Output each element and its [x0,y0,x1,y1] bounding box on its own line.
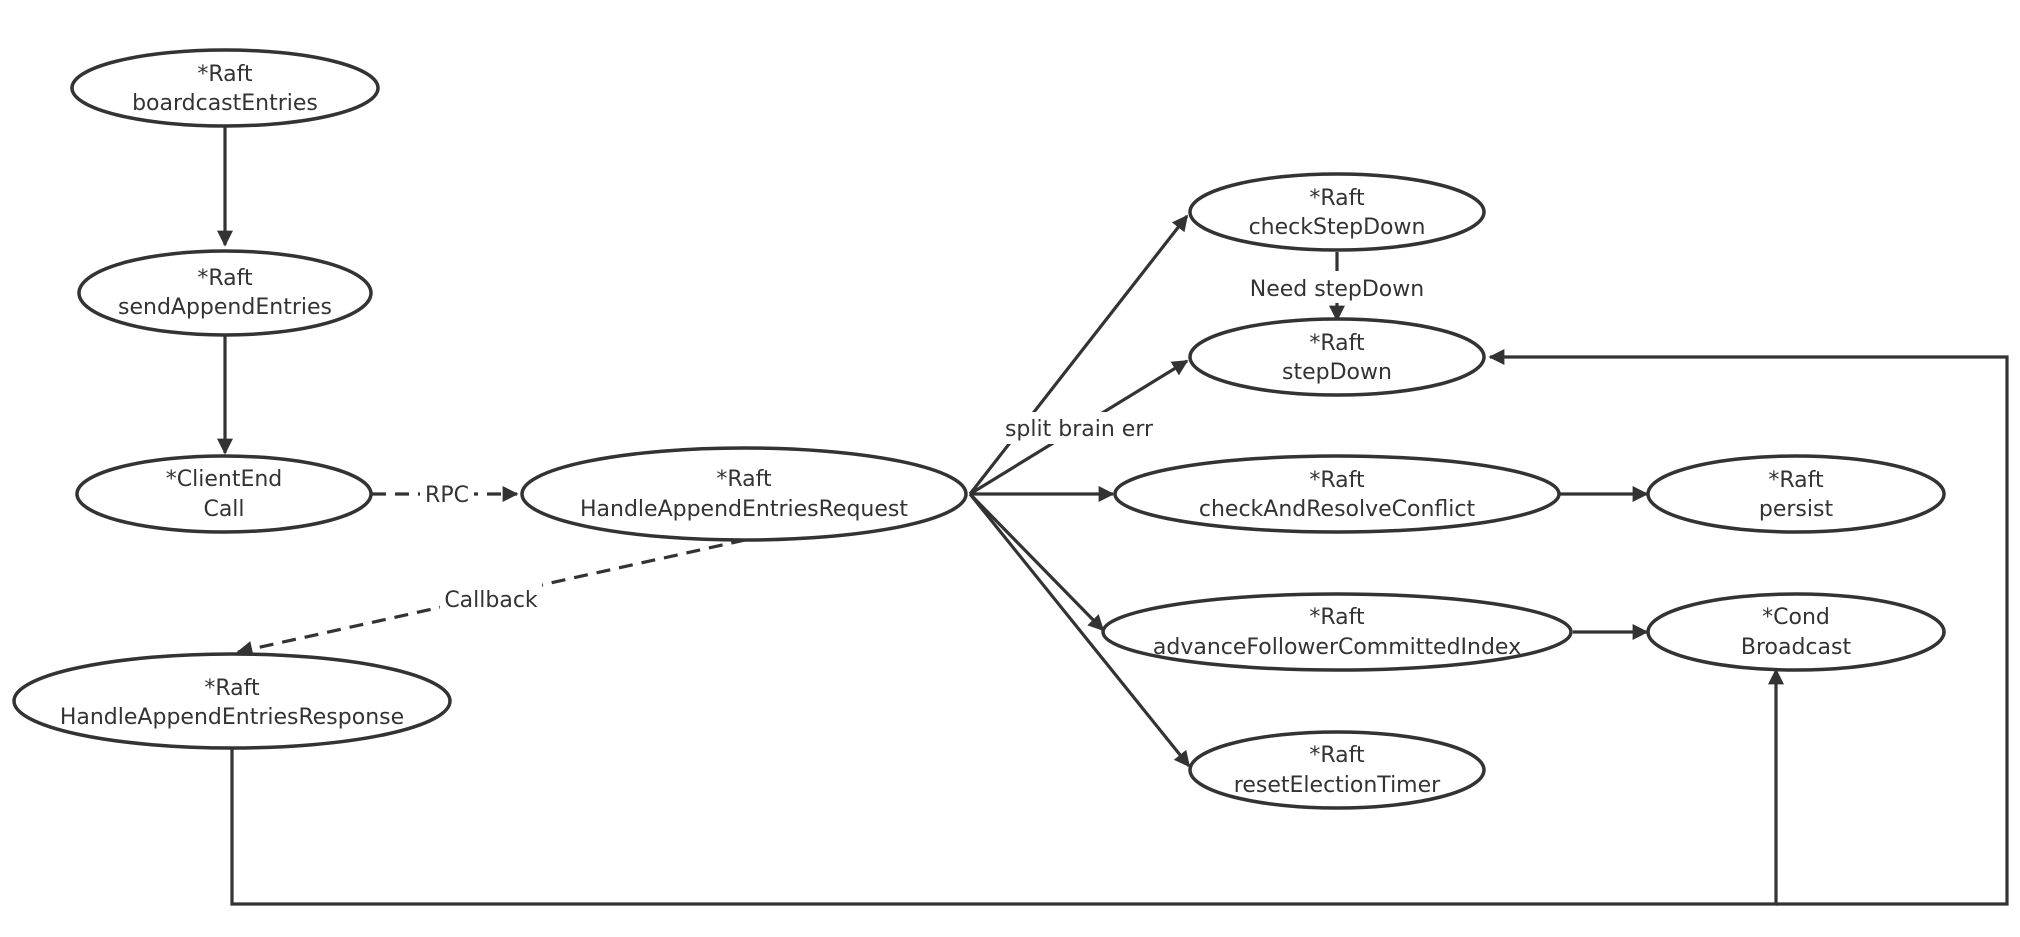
callback-label: Callback [444,588,538,613]
node-handle-append-entries-response-method: HandleAppendEntriesResponse [60,705,404,730]
node-persist: *Raft persist [1646,454,1946,534]
node-cond-broadcast: *Cond Broadcast [1646,592,1946,672]
node-boardcast-entries-method: boardcastEntries [132,91,318,116]
edge-request-to-reset-timer [968,492,1191,768]
edge-request-to-check-step-down [968,214,1189,495]
node-reset-election-timer: *Raft resetElectionTimer [1188,730,1486,810]
node-handle-append-entries-response: *Raft HandleAppendEntriesResponse [12,652,452,750]
node-step-down: *Raft stepDown [1188,317,1486,397]
rpc-label: RPC [425,483,469,508]
edge-response-to-broadcast [230,668,1784,906]
node-step-down-type: *Raft [1309,331,1365,356]
node-check-and-resolve-conflict-type: *Raft [1309,468,1365,493]
node-check-step-down: *Raft checkStepDown [1188,172,1486,252]
node-advance-follower-committed-index: *Raft advanceFollowerCommittedIndex [1101,592,1573,672]
node-reset-election-timer-method: resetElectionTimer [1234,773,1441,798]
node-send-append-entries-type: *Raft [197,266,253,291]
node-cond-broadcast-method: Broadcast [1741,635,1852,660]
node-handle-append-entries-request-method: HandleAppendEntriesRequest [580,497,908,522]
node-check-and-resolve-conflict: *Raft checkAndResolveConflict [1113,454,1561,534]
node-send-append-entries-method: sendAppendEntries [118,295,332,320]
node-handle-append-entries-request-type: *Raft [716,467,772,492]
split-brain-err-label: split brain err [1005,417,1154,442]
node-send-append-entries: *Raft sendAppendEntries [77,249,373,337]
node-check-and-resolve-conflict-method: checkAndResolveConflict [1199,497,1476,522]
node-boardcast-entries-type: *Raft [197,62,253,87]
node-reset-election-timer-type: *Raft [1309,743,1365,768]
node-step-down-method: stepDown [1282,360,1392,385]
node-handle-append-entries-request: *Raft HandleAppendEntriesRequest [520,446,968,542]
node-cond-broadcast-type: *Cond [1762,605,1830,630]
node-advance-follower-committed-index-method: advanceFollowerCommittedIndex [1153,635,1521,660]
edge-request-to-advance [968,492,1105,632]
edge-response-to-step-down [1488,349,2009,906]
node-persist-method: persist [1759,497,1834,522]
node-persist-type: *Raft [1768,468,1824,493]
node-client-end-call: *ClientEnd Call [75,454,373,534]
node-advance-follower-committed-index-type: *Raft [1309,605,1365,630]
edge-labels: RPC Callback Need stepDown split brain e… [420,271,1427,614]
node-client-end-call-method: Call [203,497,244,522]
node-client-end-call-type: *ClientEnd [166,467,283,492]
need-step-down-label: Need stepDown [1250,277,1424,302]
node-boardcast-entries: *Raft boardcastEntries [70,48,380,128]
node-check-step-down-type: *Raft [1309,186,1365,211]
node-check-step-down-method: checkStepDown [1249,215,1426,240]
node-handle-append-entries-response-type: *Raft [204,676,260,701]
